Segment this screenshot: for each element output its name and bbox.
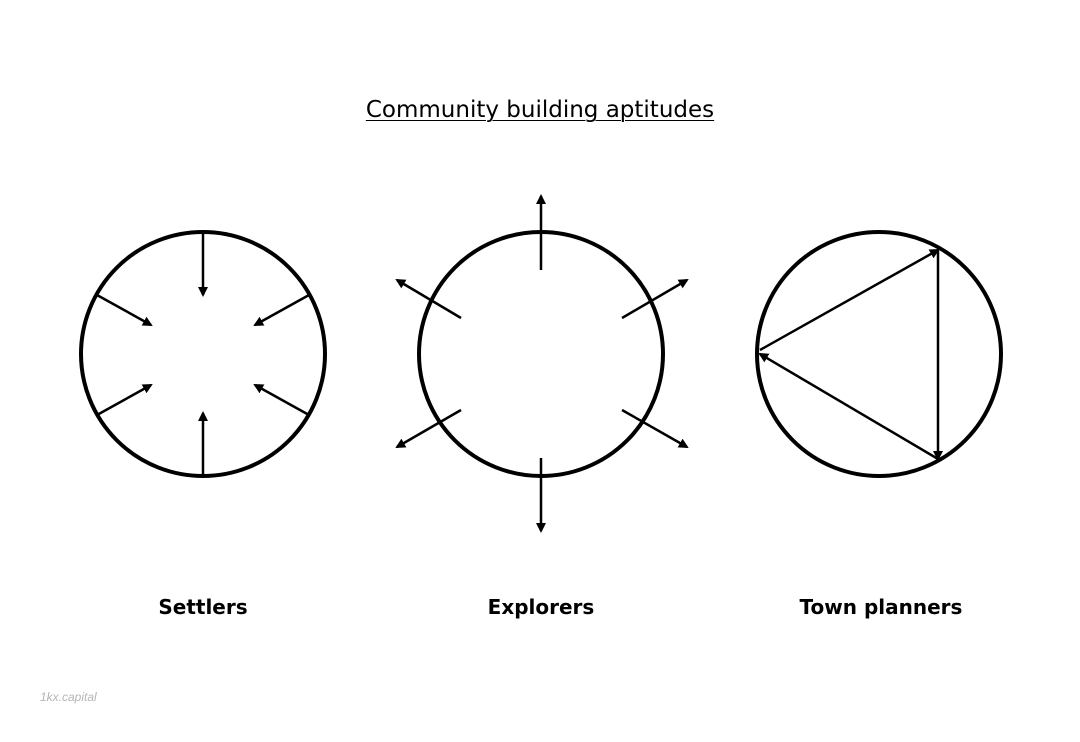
- settlers-label: Settlers: [158, 595, 248, 619]
- explorers-icon: [395, 194, 689, 533]
- settlers-arrow-lower-right: [253, 383, 310, 417]
- explorers-arrow-upper-left: [395, 278, 462, 320]
- settlers-arrow-lower-left: [96, 383, 153, 417]
- town-planners-arrow-bottom-to-left: [758, 352, 939, 461]
- watermark: 1kx.capital: [40, 690, 97, 704]
- page-title: Community building aptitudes: [365, 97, 715, 123]
- explorers-arrow-upper-right: [621, 278, 689, 320]
- explorers-arrow-lower-right: [621, 408, 689, 449]
- town-planners-icon: [755, 230, 1003, 478]
- settlers-arrow-upper-right: [253, 293, 310, 327]
- settlers-arrow-upper-left: [96, 293, 153, 327]
- explorers-arrow-lower-left: [395, 408, 462, 449]
- town-planners-label: Town planners: [799, 595, 963, 619]
- explorers-label: Explorers: [487, 595, 595, 619]
- town-planners-circle: [755, 230, 1003, 478]
- town-planners-arrow-left-to-top: [759, 248, 940, 352]
- settlers-icon: [79, 230, 327, 478]
